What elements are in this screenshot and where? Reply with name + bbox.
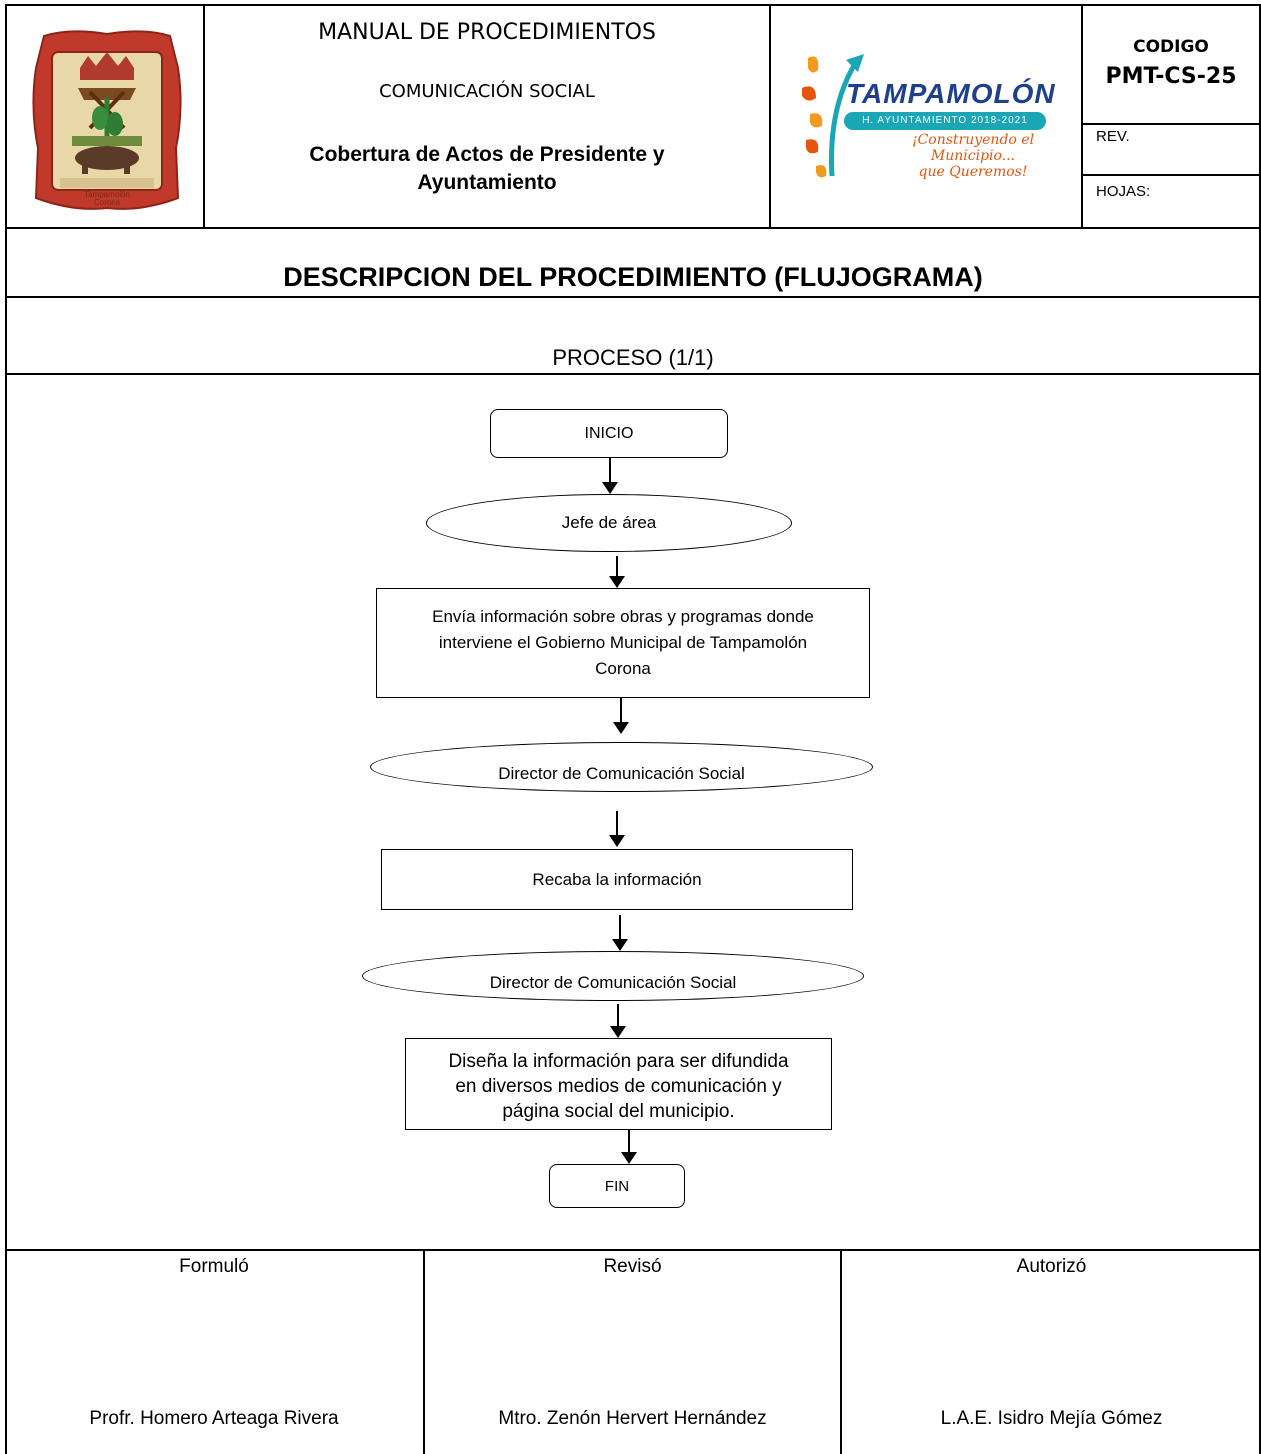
seal-caption-line2: Corona [93,198,121,207]
signature-role-formulo: Formuló [179,1256,249,1277]
department-name: COMUNICACIÓN SOCIAL [379,81,595,102]
flow-step-1-line2: interviene el Gobierno Municipal de Tamp… [438,633,808,652]
flow-step-2-label: Recaba la información [532,869,702,889]
process-label: PROCESO (1/1) [552,345,714,370]
code-divider-1 [1081,123,1261,125]
signature-role-reviso: Revisó [603,1256,662,1277]
flow-step-1-line3: Corona [595,659,651,678]
sheets-label: HOJAS: [1096,183,1151,200]
flow-step-2: Recaba la información [381,849,853,910]
code-value: PMT-CS-25 [1105,64,1237,89]
border-left [5,4,7,1454]
flow-arrow-7 [619,1130,639,1164]
flow-actor-3: Director de Comunicación Social [362,951,864,1001]
flow-step-3-line3: página social del municipio. [502,1101,735,1122]
flow-step-1: Envía información sobre obras y programa… [376,588,870,698]
header-vline-3 [1081,4,1083,228]
sign-vline-2 [840,1249,842,1454]
tampamolon-logo: TAMPAMOLÓN H. AYUNTAMIENTO 2018-2021 ¡Co… [798,48,1068,186]
border-top [5,4,1261,6]
flow-arrow-2 [607,556,627,588]
flow-arrow-6 [608,1004,628,1038]
signature-name-formulo: Profr. Homero Arteaga Rivera [89,1408,339,1429]
flow-step-3-line1: Diseña la información para ser difundida [448,1051,789,1072]
code-divider-2 [1081,174,1261,176]
signature-name-reviso: Mtro. Zenón Hervert Hernández [498,1408,767,1429]
title-bottom-line [5,296,1261,298]
logo-slogan: ¡Construyendo el Municipio... que Querem… [878,132,1068,180]
flow-actor-3-label: Director de Comunicación Social [489,973,737,992]
manual-title: MANUAL DE PROCEDIMIENTOS [318,20,656,45]
flow-arrow-1 [600,458,620,494]
flow-arrow-4 [607,811,627,847]
process-bottom-line [5,373,1261,375]
flow-actor-1-label: Jefe de área [561,513,657,532]
signature-name-autorizo: L.A.E. Isidro Mejía Gómez [940,1408,1163,1429]
flow-step-1-line1: Envía información sobre obras y programa… [432,607,814,626]
seal-caption: Tampamolón Corona [30,191,184,207]
flow-start: INICIO [490,409,728,458]
logo-band: H. AYUNTAMIENTO 2018-2021 [862,115,1028,126]
logo-slogan-line1: ¡Construyendo el Municipio... [911,132,1035,164]
sign-vline-1 [423,1249,425,1454]
border-right [1259,4,1261,1454]
procedure-name: Cobertura de Actos de Presidente y Ayunt… [205,141,769,197]
seal-caption-line1: Tampamolón [84,190,130,199]
flow-arrow-3 [611,698,631,734]
header-vline-2 [769,4,771,228]
flow-end-label: FIN [604,1177,630,1195]
flow-actor-2-label: Director de Comunicación Social [498,764,745,783]
flow-arrow-5 [610,915,630,951]
procedure-name-line1: Cobertura de Actos de Presidente y [309,143,665,166]
section-title: DESCRIPCION DEL PROCEDIMIENTO (FLUJOGRAM… [283,262,983,292]
flow-start-label: INICIO [584,424,634,442]
code-label: CODIGO [1133,37,1209,57]
header-bottom-line [5,227,1261,229]
flow-bottom-line [5,1249,1261,1251]
municipal-seal: Tampamolón Corona [30,28,184,214]
flow-step-3-line2: en diversos medios de comunicación y [455,1076,782,1097]
rev-label: REV. [1096,128,1130,145]
header-vline-1 [203,4,205,228]
flow-actor-2: Director de Comunicación Social [370,742,873,792]
logo-name: TAMPAMOLÓN [846,78,1056,109]
logo-slogan-line2: que Queremos! [918,164,1028,180]
flow-actor-1: Jefe de área [426,494,792,552]
flow-step-3: Diseña la información para ser difundida… [405,1038,832,1130]
procedure-name-line2: Ayuntamiento [417,171,557,194]
flow-end: FIN [549,1164,685,1208]
signature-role-autorizo: Autorizó [1016,1256,1087,1277]
